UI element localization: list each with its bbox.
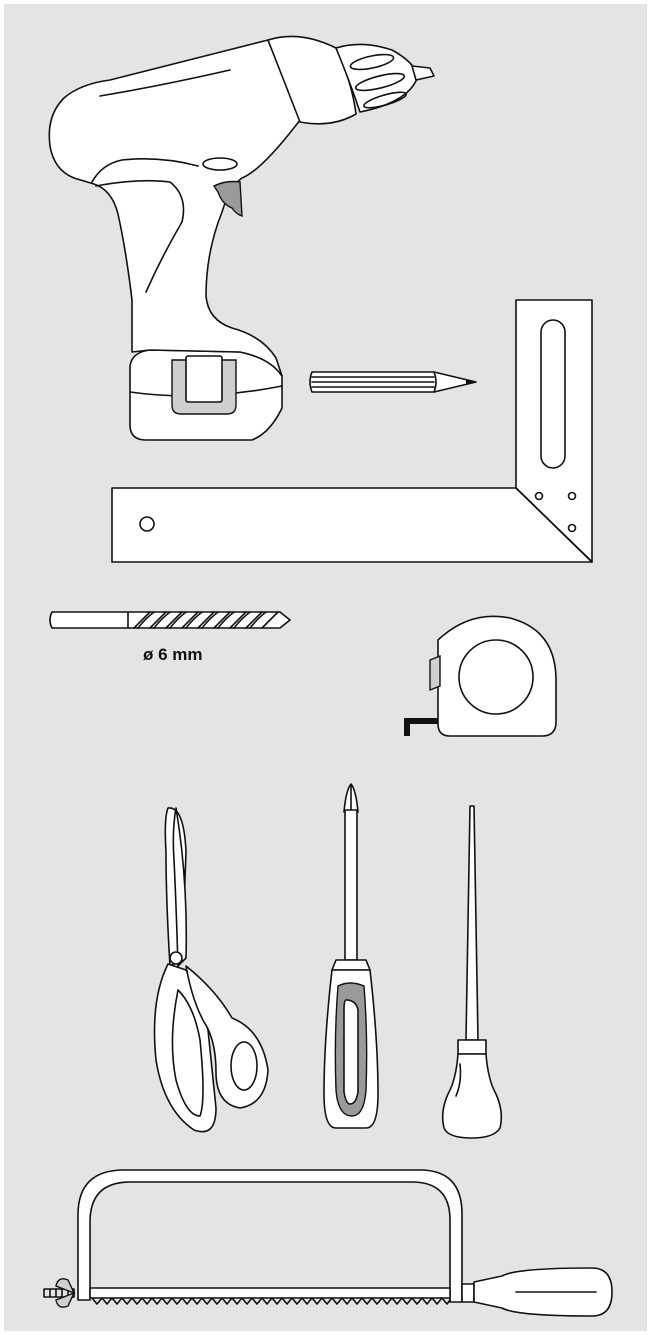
- bradawl-icon: [441, 805, 503, 1139]
- masonry-drill-bit-icon: [49, 611, 291, 629]
- drill-bit-size-label: ø 6 mm: [143, 645, 203, 664]
- cordless-drill-icon: [48, 35, 435, 441]
- phillips-screwdriver-icon: [323, 783, 379, 1129]
- scissors-icon: [153, 807, 269, 1133]
- tape-measure-icon: [404, 615, 557, 737]
- try-square-icon: [111, 299, 593, 563]
- hacksaw-icon: [43, 1169, 613, 1317]
- pencil-icon: [309, 371, 477, 393]
